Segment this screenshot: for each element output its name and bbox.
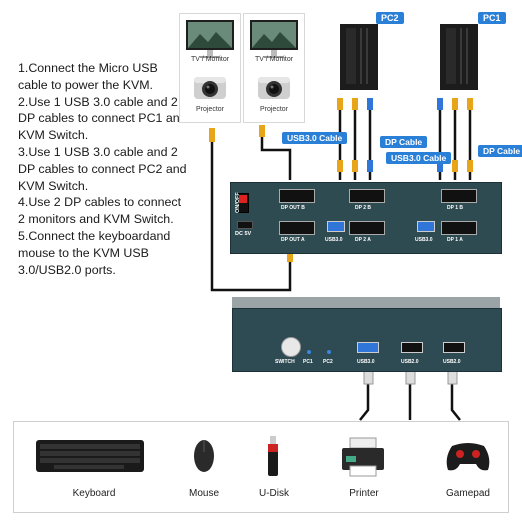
- front-usb20-port-a: [401, 342, 423, 353]
- pc2-dp-a-label: DP 2 A: [355, 237, 371, 243]
- kvm-back-panel: ON/OFF DC 5V DP OUT B DP OUT A DP 2 B US…: [230, 182, 502, 254]
- front-usb20-port-b: [443, 342, 465, 353]
- pc1-usb30-label: USB3.0: [415, 237, 433, 243]
- instruction-step-4: 4.Use 2 DP cables to connect 2 monitors …: [18, 195, 182, 227]
- front-usb30-label: USB3.0: [357, 359, 375, 365]
- dp-out-b-label: DP OUT B: [281, 205, 305, 211]
- projector-label: Projector: [195, 106, 224, 113]
- instruction-step-5: 5.Connect the keyboardand mouse to the K…: [18, 228, 171, 277]
- instruction-step-3: 3.Use 1 USB 3.0 cable and 2 DP cables to…: [18, 144, 187, 193]
- pc2-led-label: PC2: [323, 359, 333, 365]
- display-box-2: TV / Monitor Projector: [243, 13, 305, 123]
- keyboard-icon: [36, 440, 144, 472]
- kvm-front-panel: SWITCH PC1 PC2 USB3.0 USB2.0 USB2.0: [232, 308, 502, 372]
- kvm-front-top: [232, 297, 500, 309]
- pc2-usb30-port: [327, 221, 345, 232]
- pc2-usb30-label: USB3.0: [325, 237, 343, 243]
- pc1-tower-icon: [440, 24, 478, 90]
- pc2-led: [327, 350, 331, 354]
- switch-label: SWITCH: [275, 359, 295, 365]
- dp-out-a-label: DP OUT A: [281, 237, 305, 243]
- front-usb30-port: [357, 342, 379, 353]
- devices-box: Keyboard Mouse U-Disk Printer Gamepad: [13, 421, 509, 513]
- pc1-dp-b-port: [441, 189, 477, 203]
- mouse-icon: [194, 440, 214, 472]
- monitor-label: TV / Monitor: [190, 56, 230, 63]
- instruction-step-2: 2.Use 1 USB 3.0 cable and 2 DP cables to…: [18, 94, 187, 143]
- pc2-tag: PC2: [376, 12, 404, 24]
- pc1-dp-a-port: [441, 221, 477, 235]
- pc2-dp-b-label: DP 2 B: [355, 205, 372, 211]
- usb-drive-icon: [268, 436, 278, 476]
- dc-5v-label: DC 5V: [235, 231, 252, 237]
- device-label-udisk: U-Disk: [259, 488, 289, 499]
- pc2-tower-icon: [340, 24, 378, 90]
- power-switch[interactable]: [237, 193, 249, 213]
- usb30-cable-tag-right: USB3.0 Cable: [386, 152, 452, 164]
- printer-icon: [342, 437, 384, 477]
- projector-icon: [194, 77, 226, 99]
- dp-cable-tag-right: DP Cable: [478, 145, 522, 157]
- pc1-led: [307, 350, 311, 354]
- dp-out-a-port: [279, 221, 315, 235]
- monitor-label: TV / Monitor: [254, 56, 294, 63]
- front-usb20-label-b: USB2.0: [443, 359, 461, 365]
- projector-icon: [258, 77, 290, 99]
- pc2-dp-b-port: [349, 189, 385, 203]
- dp-out-b-port: [279, 189, 315, 203]
- usb30-cable-tag-left: USB3.0 Cable: [282, 132, 348, 144]
- instructions-text: 1.Connect the Micro USB cable to power t…: [18, 60, 188, 278]
- dc-power-port: [237, 221, 253, 229]
- device-label-keyboard: Keyboard: [72, 488, 116, 499]
- pc1-dp-a-label: DP 1 A: [447, 237, 463, 243]
- dp-cable-tag-left: DP Cable: [380, 136, 428, 148]
- on-off-label: ON/OFF: [235, 192, 241, 213]
- switch-button[interactable]: [281, 337, 301, 357]
- pc2-dp-a-port: [349, 221, 385, 235]
- monitor-icon: [250, 20, 298, 58]
- monitor-icon: [186, 20, 234, 58]
- pc1-tag: PC1: [478, 12, 506, 24]
- pc1-led-label: PC1: [303, 359, 313, 365]
- pc1-usb30-port: [417, 221, 435, 232]
- device-label-mouse: Mouse: [188, 488, 219, 499]
- device-label-printer: Printer: [349, 488, 379, 499]
- gamepad-icon: [446, 443, 490, 471]
- front-usb20-label-a: USB2.0: [401, 359, 419, 365]
- projector-label: Projector: [259, 106, 288, 113]
- device-label-gamepad: Gamepad: [446, 488, 490, 499]
- pc1-dp-b-label: DP 1 B: [447, 205, 464, 211]
- display-box-1: TV / Monitor Projector: [179, 13, 241, 123]
- instruction-step-1: 1.Connect the Micro USB cable to power t…: [18, 61, 158, 92]
